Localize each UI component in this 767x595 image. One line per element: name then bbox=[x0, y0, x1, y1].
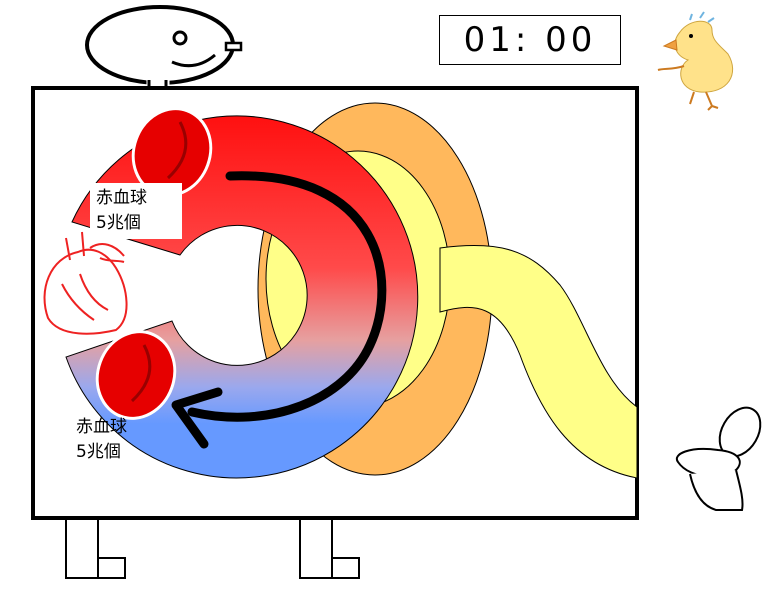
ureter-tube bbox=[439, 244, 638, 479]
rbc-label-bottom: 赤血球 5兆個 bbox=[70, 412, 162, 468]
rbc-label-top-line1: 赤血球 bbox=[96, 188, 147, 208]
timer-display: 01: 00 bbox=[439, 15, 621, 65]
rbc-label-bottom-line1: 赤血球 bbox=[76, 417, 127, 437]
robot-head-icon bbox=[85, 5, 243, 89]
chick-icon bbox=[657, 11, 734, 111]
red-blood-cell-bottom bbox=[95, 330, 177, 420]
robot-legs bbox=[65, 517, 360, 579]
timer-text: 01: 00 bbox=[463, 20, 597, 60]
rbc-label-bottom-line2: 5兆個 bbox=[76, 442, 121, 462]
circulation-arrow bbox=[171, 171, 387, 449]
heart-icon bbox=[43, 231, 128, 335]
rbc-label-top-line2: 5兆個 bbox=[96, 213, 141, 233]
toilet-icon bbox=[675, 406, 762, 511]
rbc-label-top: 赤血球 5兆個 bbox=[90, 183, 182, 239]
